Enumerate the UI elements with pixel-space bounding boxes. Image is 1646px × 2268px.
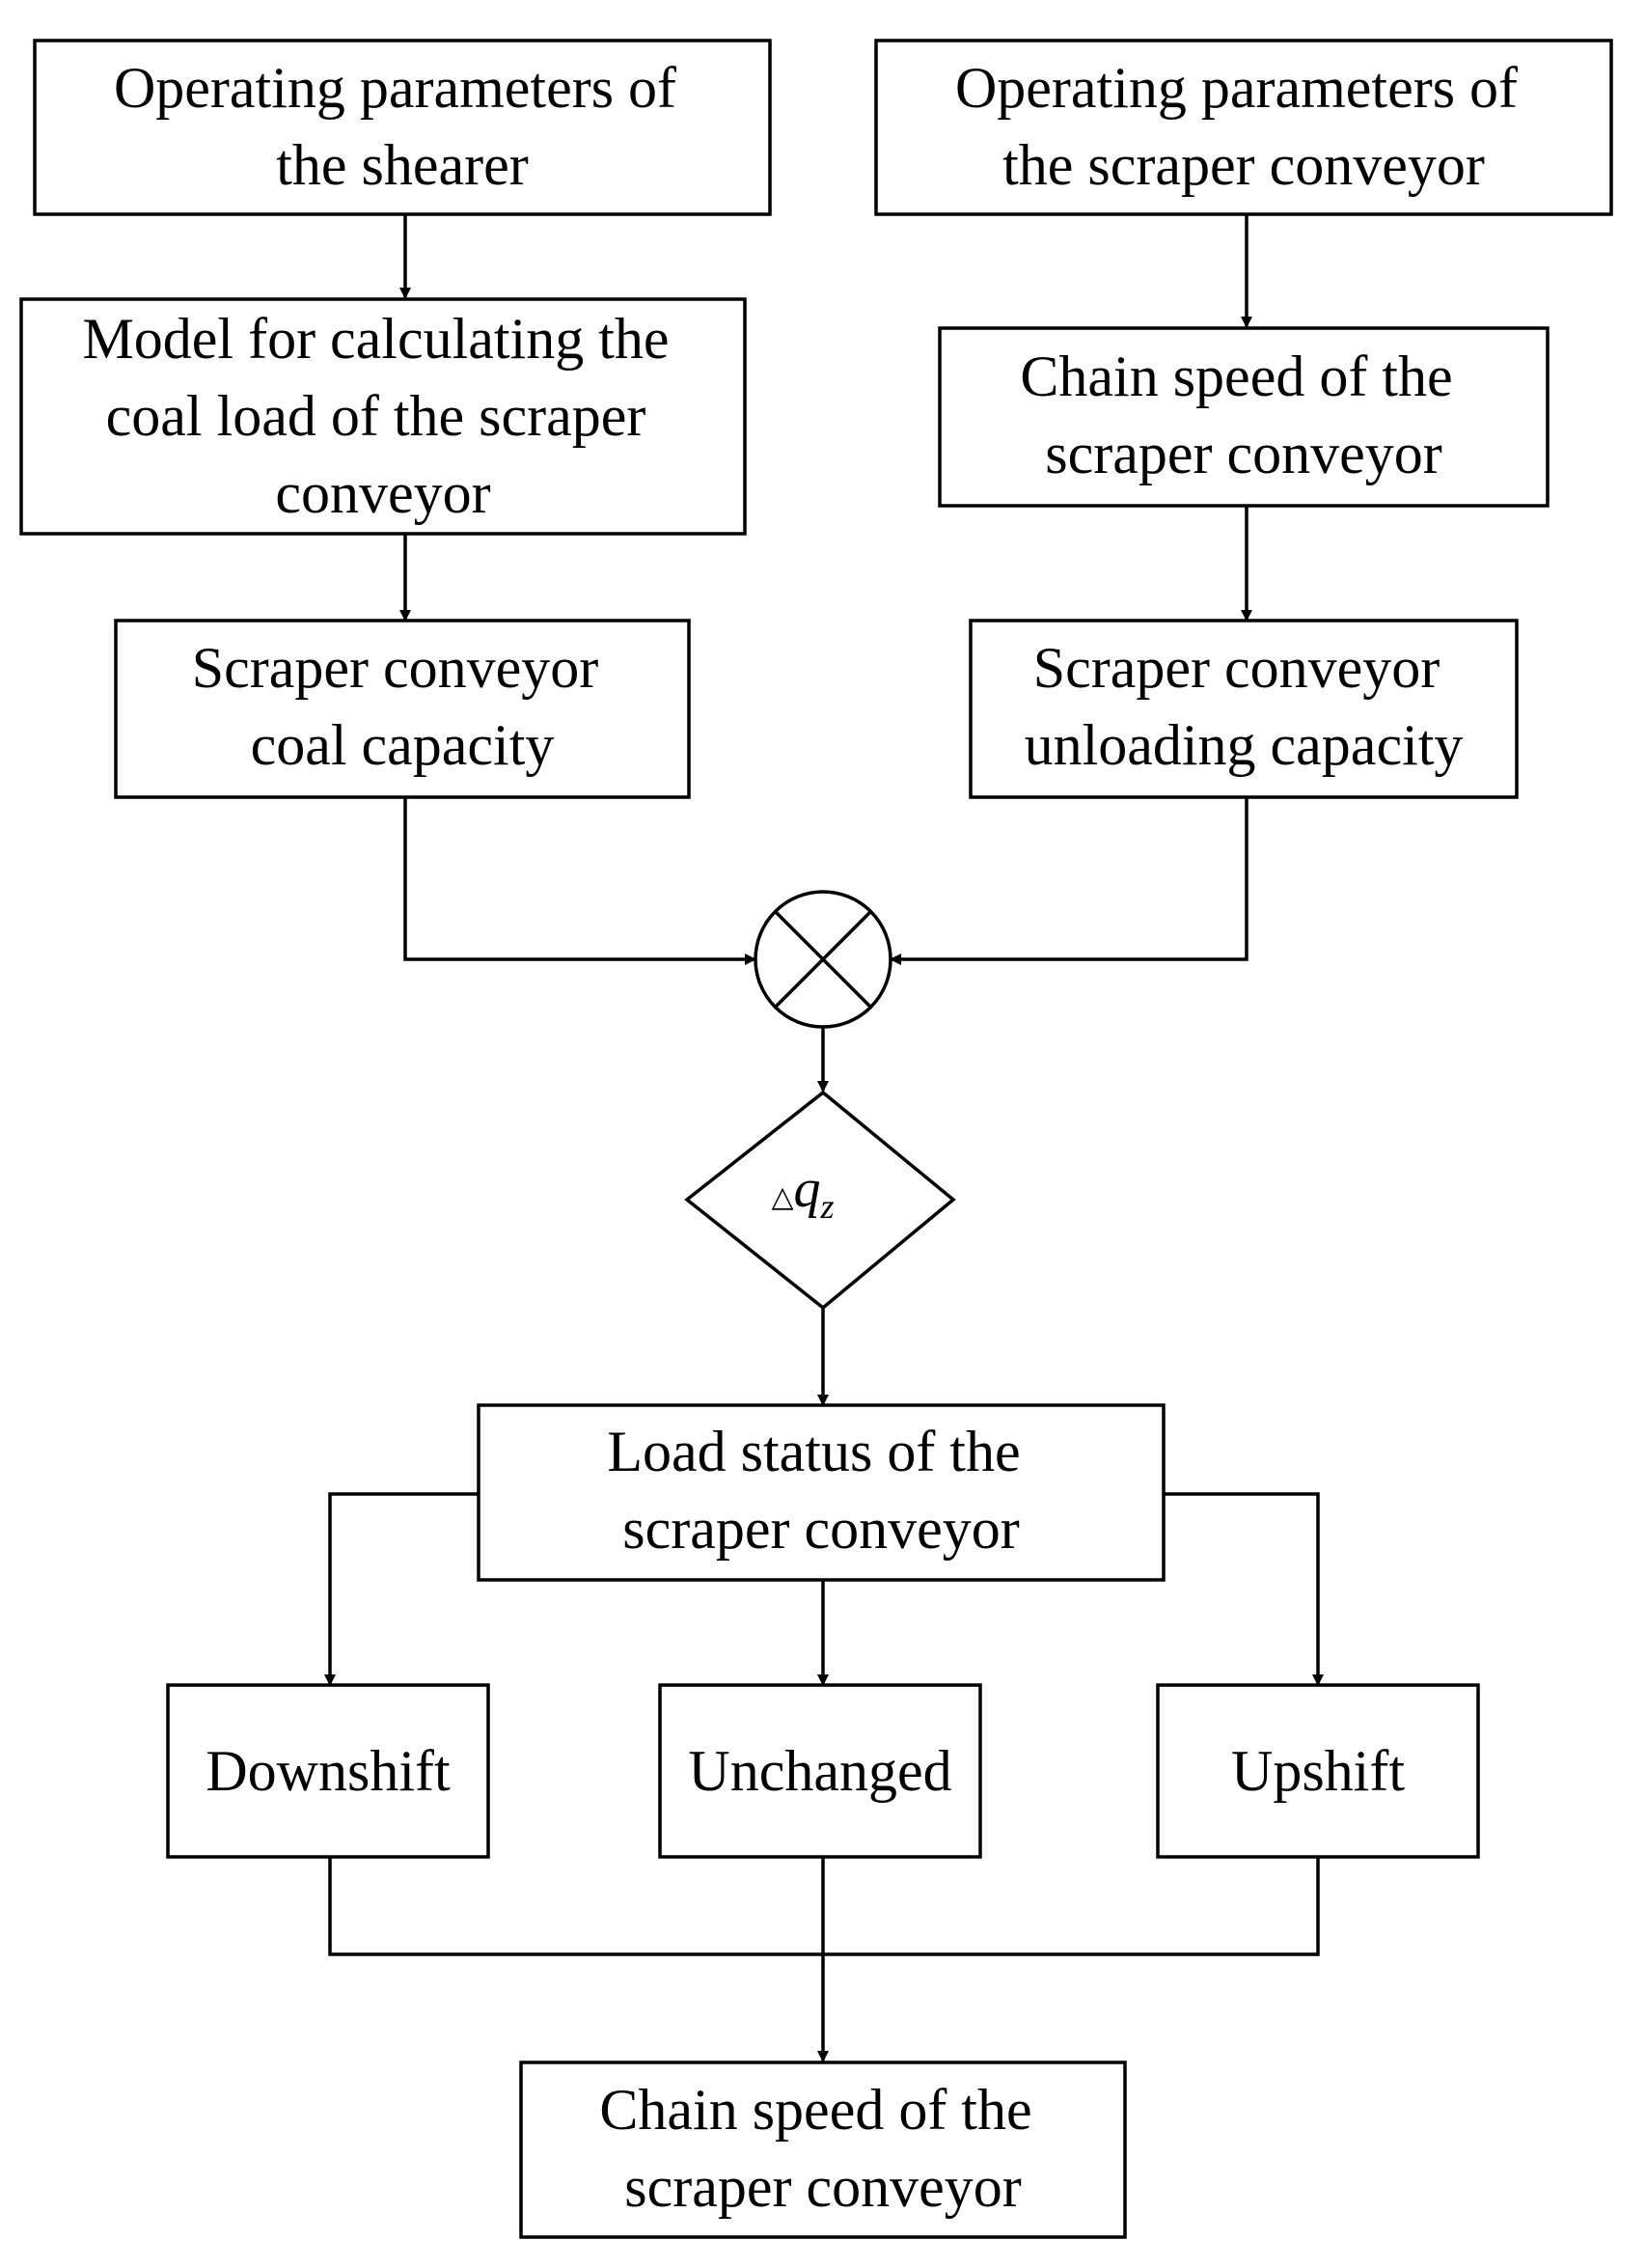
node-chain-speed-input-text: Chain speed of the scraper conveyor [1020,345,1467,485]
node-load-status: Load status of the scraper conveyor [477,1403,1166,1582]
delta-qz-label: △qz [771,1159,834,1226]
node-chain-speed-output-text: Chain speed of the scraper conveyor [599,2078,1046,2219]
node-unloading-capacity-text: Scraper conveyor unloading capacity [1025,636,1464,777]
node-unloading-capacity: Scraper conveyor unloading capacity [969,619,1519,799]
node-downshift: Downshift [166,1683,490,1859]
node-coal-capacity: Scraper conveyor coal capacity [114,619,691,799]
connectors [324,214,1324,2062]
node-conveyor-params-text: Operating parameters of the scraper conv… [955,56,1532,197]
decision-delta-qz: △qz [684,1090,956,1311]
node-coal-capacity-text: Scraper conveyor coal capacity [192,636,613,777]
node-shearer-params: Operating parameters of the shearer [33,39,772,216]
node-unchanged: Unchanged [658,1683,982,1859]
node-chain-speed-output: Chain speed of the scraper conveyor [519,2061,1127,2239]
comparator-node [754,890,892,1029]
node-chain-speed-input: Chain speed of the scraper conveyor [938,326,1550,508]
node-downshift-text: Downshift [206,1739,451,1803]
node-upshift: Upshift [1156,1683,1480,1859]
arrow-load-status-to-upshift [1164,1492,1324,1686]
node-shearer-params-text: Operating parameters of the shearer [114,56,691,197]
node-conveyor-params: Operating parameters of the scraper conv… [874,39,1613,216]
node-unchanged-text: Unchanged [688,1739,951,1803]
node-load-model-text: Model for calculating the coal load of t… [82,307,683,525]
node-upshift-text: Upshift [1231,1739,1405,1803]
arrow-coal-capacity-to-comparator [403,797,756,965]
node-load-status-text: Load status of the scraper conveyor [607,1420,1034,1561]
node-load-model: Model for calculating the coal load of t… [19,297,747,536]
arrow-load-status-to-downshift [324,1492,479,1686]
arrow-unloading-to-comparator [890,797,1248,965]
